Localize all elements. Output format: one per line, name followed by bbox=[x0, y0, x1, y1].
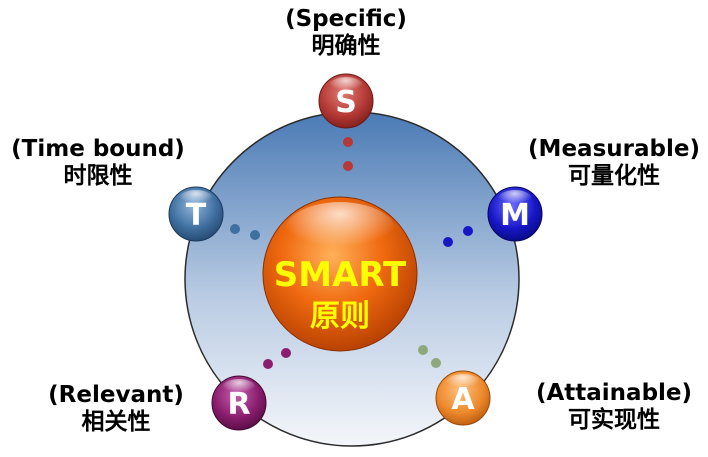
label-zh: 可实现性 bbox=[568, 407, 660, 433]
label-en: (Attainable) bbox=[535, 380, 693, 406]
connector-dots-t bbox=[230, 224, 260, 240]
connector-dots-s bbox=[343, 137, 353, 171]
center-title: SMART bbox=[274, 255, 407, 295]
node-letter-a: A bbox=[451, 382, 475, 417]
label-zh: 可量化性 bbox=[568, 163, 660, 189]
label-relevant: (Relevant) 相关性 bbox=[36, 382, 196, 436]
node-r: R bbox=[211, 375, 267, 431]
label-en: (Measurable) bbox=[528, 136, 700, 162]
node-letter-t: T bbox=[186, 198, 207, 233]
node-letter-m: M bbox=[500, 198, 530, 233]
label-measurable: (Measurable) 可量化性 bbox=[520, 136, 708, 190]
connector-dots-r bbox=[263, 348, 291, 369]
label-en: (Time bound) bbox=[11, 136, 185, 162]
connector-dots-m bbox=[443, 226, 473, 247]
center-subtitle: 原则 bbox=[310, 299, 370, 334]
label-zh: 相关性 bbox=[81, 409, 151, 435]
label-en: (Specific) bbox=[285, 6, 407, 32]
label-time-bound: (Time bound) 时限性 bbox=[0, 136, 196, 190]
node-s: S bbox=[318, 73, 374, 129]
label-zh: 时限性 bbox=[63, 163, 133, 189]
node-m: M bbox=[487, 186, 543, 242]
label-specific: (Specific) 明确性 bbox=[266, 6, 426, 60]
node-letter-s: S bbox=[335, 85, 357, 120]
label-zh: 明确性 bbox=[311, 33, 381, 59]
node-letter-r: R bbox=[227, 387, 250, 422]
connector-dots-a bbox=[418, 345, 441, 368]
label-attainable: (Attainable) 可实现性 bbox=[520, 380, 708, 434]
node-a: A bbox=[435, 370, 491, 426]
label-en: (Relevant) bbox=[48, 382, 184, 408]
center-sphere: SMART 原则 bbox=[262, 196, 418, 352]
node-t: T bbox=[168, 186, 224, 242]
